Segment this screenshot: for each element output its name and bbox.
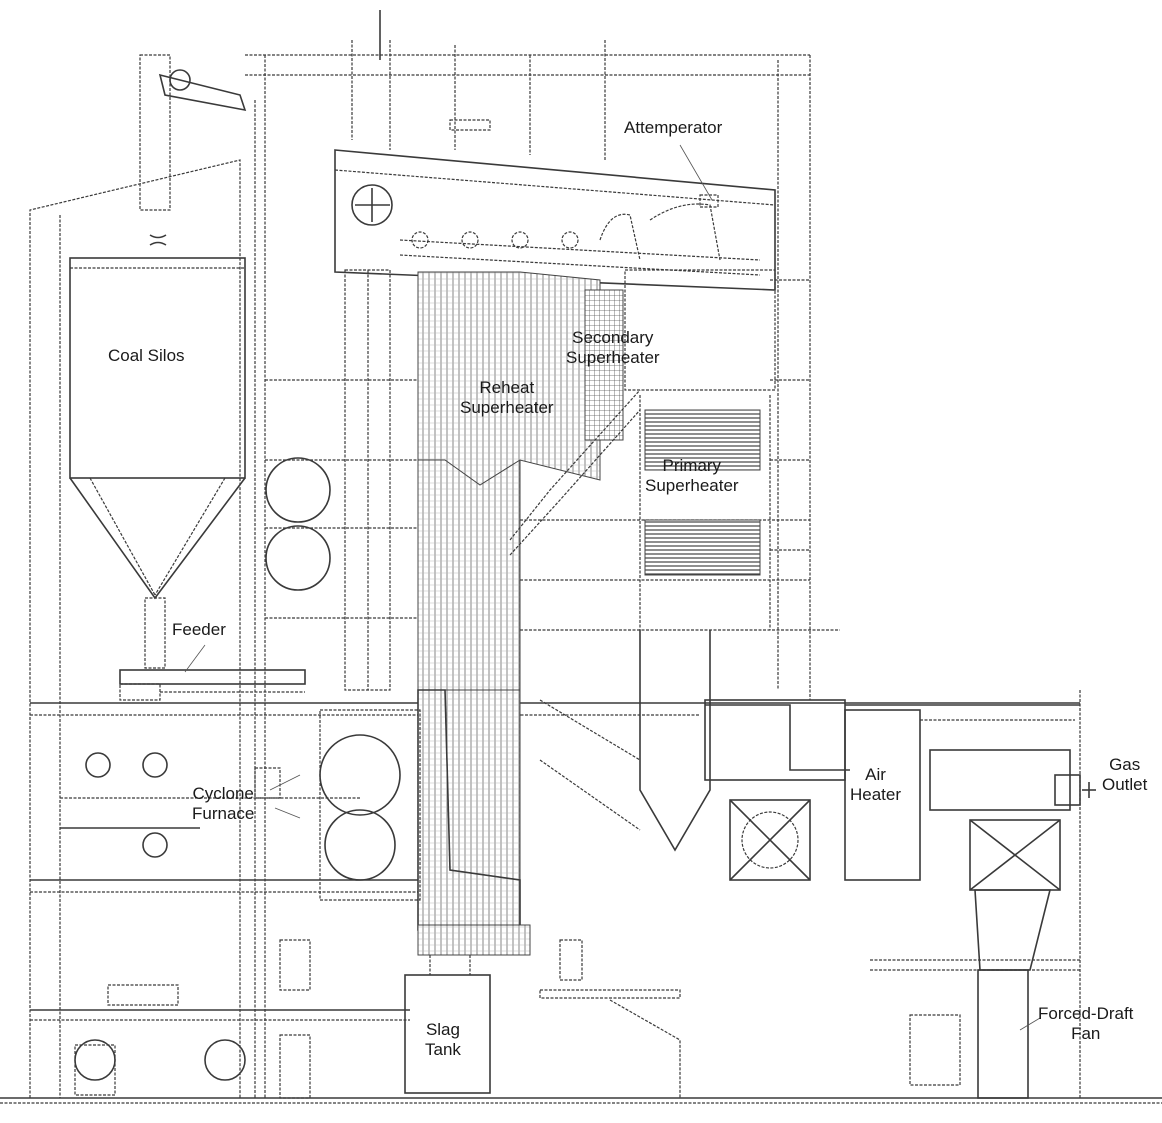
label-gas-outlet: Gas Outlet	[1102, 755, 1148, 794]
secondary-superheater-bank	[584, 269, 776, 441]
furnace-waterwall	[417, 271, 601, 956]
label-forced-draft-fan: Forced-Draft Fan	[1038, 1004, 1134, 1043]
coal-silo	[69, 54, 247, 669]
label-air-heater: Air Heater	[850, 765, 902, 804]
primary-superheater-bank	[509, 389, 771, 630]
label-attemperator: Attemperator	[624, 118, 723, 137]
label-reheat-superheater: Reheat Superheater	[460, 378, 554, 417]
forced-draft-fan-duct	[870, 819, 1080, 1099]
steam-drums	[265, 184, 393, 691]
slag-tank	[404, 939, 681, 1098]
leader-lines	[184, 144, 1041, 1031]
label-primary-superheater: Primary Superheater	[645, 456, 739, 495]
label-coal-silos: Coal Silos	[108, 346, 185, 365]
label-feeder: Feeder	[172, 620, 226, 639]
penthouse	[334, 10, 776, 291]
air-heater-unit	[844, 690, 1096, 1098]
label-cyclone-furnace: Cyclone Furnace	[192, 784, 255, 823]
label-secondary-superheater: Secondary Superheater	[566, 328, 660, 367]
cyclone-furnace	[254, 709, 421, 901]
feeder	[119, 669, 306, 701]
left-equipment	[74, 752, 311, 1099]
backpass-hopper	[539, 630, 711, 852]
label-slag-tank: Slag Tank	[425, 1020, 461, 1059]
building-frame	[29, 54, 1080, 1098]
gas-duct	[704, 699, 850, 881]
